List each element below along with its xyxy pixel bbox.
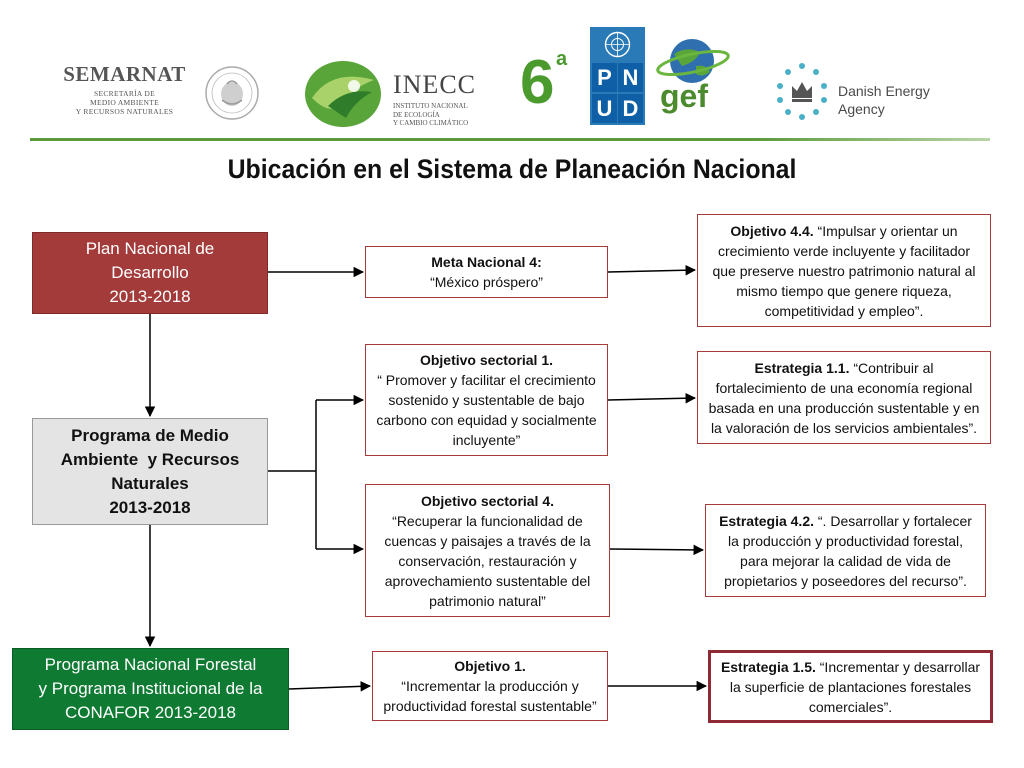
box-first-line: Estrategia 1.5. “Incrementar y desarroll… <box>721 657 980 677</box>
objetivo-sectorial-1-box: Objetivo sectorial 1. “ Promover y facil… <box>365 344 608 456</box>
estrategia-42-box: Estrategia 4.2. “. Desarrollar y fortale… <box>705 504 986 597</box>
estrategia-11-box: Estrategia 1.1. “Contribuir al fortaleci… <box>697 351 991 444</box>
box-line: CONAFOR 2013-2018 <box>64 703 237 722</box>
pnud-logo: P N U D <box>590 27 645 125</box>
semarnat-sub-line: MEDIO AMBIENTE <box>90 98 159 107</box>
box-text: “Contribuir al <box>849 359 934 376</box>
box-label: Estrategia 4.2. <box>719 512 814 529</box>
box-first-line: Objetivo 4.4. “Impulsar y orientar un <box>730 221 957 241</box>
box-line: mismo tiempo que genere riqueza, <box>736 282 952 299</box>
box-label: Objetivo 4.4. <box>730 222 814 239</box>
plan-nacional-box: Plan Nacional de Desarrollo 2013-2018 <box>32 232 268 314</box>
objetivo-1-box: Objetivo 1. “Incrementar la producción y… <box>372 651 608 721</box>
arrow-obj4-to-estrategia-42 <box>609 544 705 556</box>
box-line: cuencas y paisajes a través de la <box>384 532 591 549</box>
inecc-name: INECC <box>393 70 476 99</box>
box-label: Estrategia 1.5. <box>720 658 816 675</box>
inecc-leaf-icon <box>305 61 381 127</box>
semarnat-sub-line: Y RECURSOS NATURALES <box>75 107 174 116</box>
box-line: la valoración de los servicios ambiental… <box>710 419 978 436</box>
box-line: 2013-2018 <box>109 287 191 306</box>
box-line: Programa de Medio <box>71 425 229 445</box>
semarnat-name: SEMARNAT <box>63 62 186 86</box>
box-line: la producción y productividad forestal, <box>727 532 964 549</box>
pnud-letter: N <box>618 63 643 92</box>
inecc-sub-line: INSTITUTO NACIONAL <box>393 102 468 110</box>
box-line: carbono con equidad y socialmente <box>376 412 597 428</box>
box-line: “Incrementar la producción y <box>401 678 579 694</box>
header-divider <box>30 138 990 141</box>
sixth-report-logo: 6 a <box>520 48 568 107</box>
box-line: que preserve nuestro patrimonio natural … <box>712 262 976 279</box>
pnud-letter: D <box>618 94 643 123</box>
box-line: incluyente” <box>452 432 521 448</box>
danish-line: Agency <box>838 101 885 117</box>
box-line: productividad forestal sustentable” <box>383 698 597 714</box>
box-line: conservación, restauración y <box>398 552 577 569</box>
estrategia-15-box: Estrategia 1.5. “Incrementar y desarroll… <box>708 650 993 723</box>
programa-medio-ambiente-box: Programa de Medio Ambiente y Recursos Na… <box>32 418 268 525</box>
box-line: competitividad y empleo”. <box>764 302 924 319</box>
box-line: Naturales <box>111 473 189 493</box>
pnud-letter: U <box>592 94 617 123</box>
inecc-sub-line: Y CAMBIO CLIMÁTICO <box>393 119 469 127</box>
box-line: crecimiento verde incluyente y facilitad… <box>717 242 971 259</box>
box-label: Meta Nacional 4: <box>431 254 542 270</box>
box-first-line: Estrategia 1.1. “Contribuir al <box>755 358 934 378</box>
programa-forestal-box: Programa Nacional Forestal y Programa In… <box>12 648 289 730</box>
inecc-subtitle: INSTITUTO NACIONAL DE ECOLOGÍA Y CAMBIO … <box>393 102 489 128</box>
logo-header: SEMARNAT SECRETARÍA DE MEDIO AMBIENTE Y … <box>0 0 1024 141</box>
box-label: Estrategia 1.1. <box>754 359 850 376</box>
mexico-seal-icon <box>205 66 259 120</box>
arrow-meta-to-objetivo-44 <box>607 264 697 276</box>
semarnat-sub-line: SECRETARÍA DE <box>93 89 155 98</box>
box-text: “Incrementar y desarrollar <box>815 658 981 675</box>
box-line: “ Promover y facilitar el crecimiento <box>377 372 596 388</box>
pnud-letter: P <box>592 63 617 92</box>
danish-crown-icon <box>777 63 827 120</box>
box-line: sostenido y sustentable de bajo <box>388 392 585 408</box>
inecc-sub-line: DE ECOLOGÍA <box>393 110 440 119</box>
arrow-obj1-to-estrategia-11 <box>607 392 697 404</box>
box-text: “México próspero” <box>430 274 543 290</box>
page-title: Ubicación en el Sistema de Planeación Na… <box>227 154 797 184</box>
sixth-numeral: 6 <box>520 48 554 107</box>
box-first-line: Estrategia 4.2. “. Desarrollar y fortale… <box>719 511 972 531</box>
sixth-suffix: a <box>556 48 568 70</box>
box-line: para mejorar la calidad de vida de <box>740 552 951 569</box>
inecc-logo: INECC INSTITUTO NACIONAL DE ECOLOGÍA Y C… <box>393 70 489 128</box>
box-line: aprovechamiento sustentable del <box>384 572 591 589</box>
meta-nacional-box: Meta Nacional 4: “México próspero” <box>365 246 608 298</box>
objetivo-sectorial-4-box: Objetivo sectorial 4. “Recuperar la func… <box>365 484 610 617</box>
box-line: Programa Nacional Forestal <box>44 655 257 674</box>
box-line: Ambiente y Recursos <box>60 449 240 469</box>
box-line: Desarrollo <box>111 263 189 282</box>
arrow-forestal-to-objetivo-1 <box>288 681 372 692</box>
box-line: 2013-2018 <box>109 497 191 517</box>
box-label: Objetivo sectorial 4. <box>420 492 555 509</box>
box-line: Plan Nacional de <box>85 239 215 258</box>
box-line: fortalecimiento de una economía regional <box>715 379 973 396</box>
box-line: “Recuperar la funcionalidad de <box>392 512 583 529</box>
box-label: Objetivo sectorial 1. <box>419 352 554 368</box>
danish-line: Danish Energy <box>838 83 930 99</box>
box-text: “Impulsar y orientar un <box>813 222 958 239</box>
gef-logo: gef <box>652 36 730 114</box>
box-line: patrimonio natural” <box>429 592 546 609</box>
danish-energy-logo: Danish Energy Agency <box>838 82 930 118</box>
box-line: la superficie de plantaciones forestales <box>729 678 972 695</box>
semarnat-subtitle: SECRETARÍA DE MEDIO AMBIENTE Y RECURSOS … <box>62 89 187 116</box>
box-line: y Programa Institucional de la <box>38 679 263 698</box>
box-line: propietarios y poseedores del recurso”. <box>724 572 967 589</box>
objetivo-44-box: Objetivo 4.4. “Impulsar y orientar un cr… <box>697 214 991 327</box>
box-line: comerciales”. <box>808 698 893 715</box>
globe-icon <box>656 39 730 83</box>
semarnat-logo: SEMARNAT SECRETARÍA DE MEDIO AMBIENTE Y … <box>62 62 187 116</box>
box-text: “. Desarrollar y fortalecer <box>814 512 972 529</box>
box-line: basada en una producción sustentable y e… <box>708 399 980 416</box>
gef-name: gef <box>660 78 708 114</box>
un-emblem-icon <box>604 31 631 58</box>
box-label: Objetivo 1. <box>454 658 526 674</box>
